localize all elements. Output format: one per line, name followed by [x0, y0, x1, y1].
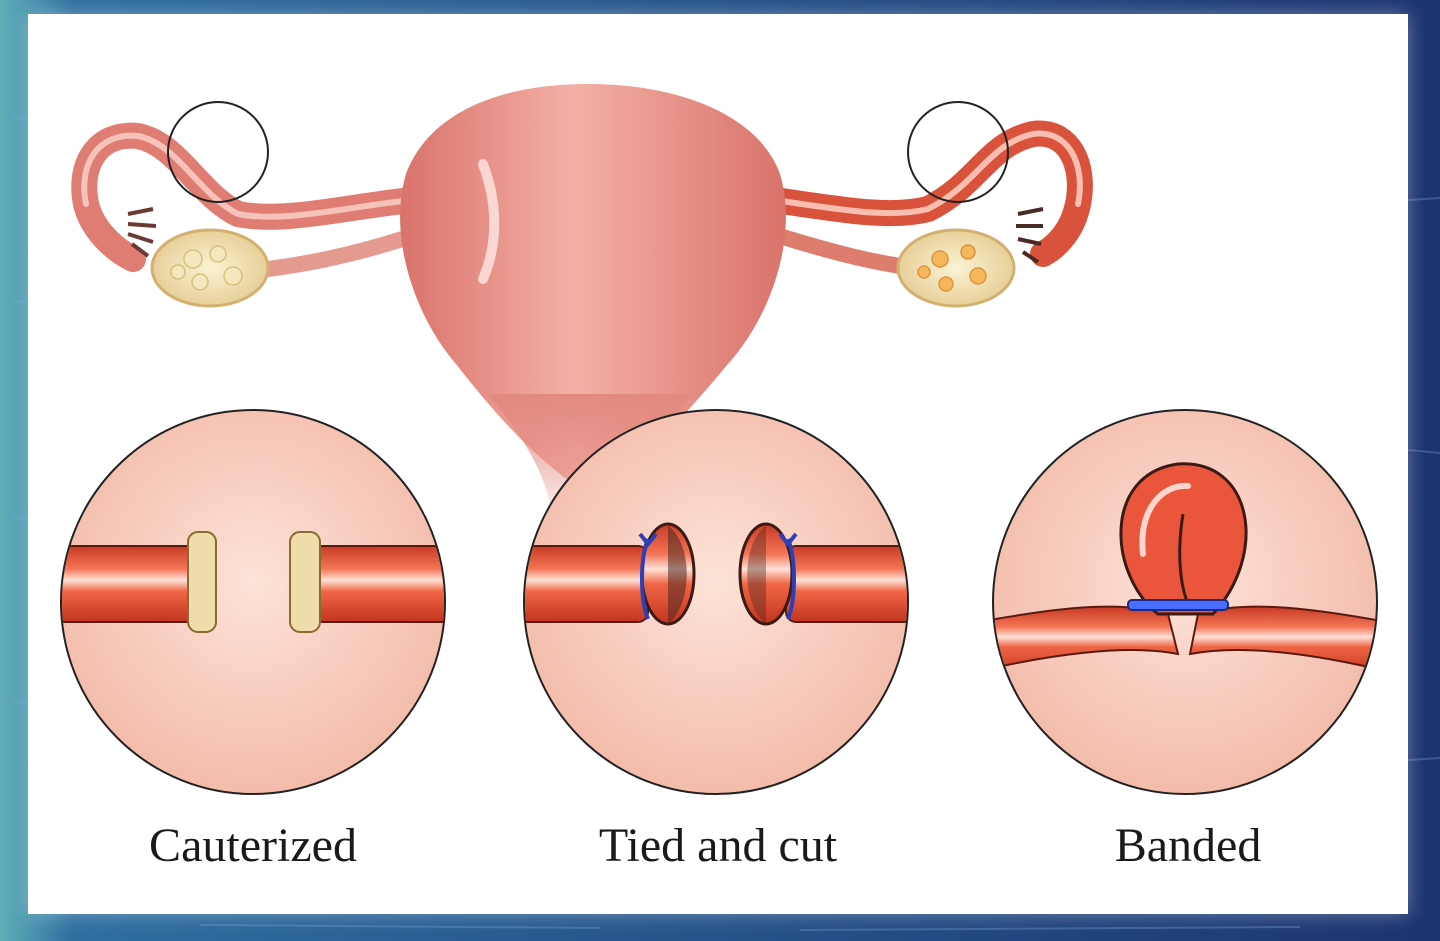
banded-tube-left: [994, 605, 1180, 676]
cauterized-tube-right: [312, 545, 444, 623]
right-marker-circle: [907, 101, 1009, 203]
caption-cauterized: Cauterized: [149, 819, 357, 872]
uterus-illustration: [71, 84, 1093, 534]
uterus-body: [400, 84, 786, 484]
inset-cauterized: [60, 409, 446, 795]
caption-tied-and-cut: Tied and cut: [598, 819, 838, 872]
inset-banded: [992, 409, 1378, 795]
left-marker-circle: [167, 101, 269, 203]
tied-tube-right: [785, 545, 907, 623]
right-ovary: [896, 228, 1016, 308]
band: [1127, 599, 1229, 611]
caption-banded: Banded: [1114, 819, 1262, 872]
sterilization-diagram: [60, 84, 1378, 795]
suture-ties: [638, 532, 798, 620]
left-ovary: [150, 228, 270, 308]
cauterized-tube-left: [62, 545, 201, 623]
banded-tube-right: [1188, 605, 1376, 676]
cauterized-end-left: [187, 531, 217, 633]
illustration-panel: Cauterized Tied and cut Banded: [28, 14, 1408, 914]
inset-tied-and-cut: [523, 409, 909, 795]
right-fimbriae: [1016, 207, 1044, 264]
left-fimbriae: [127, 207, 157, 258]
cauterized-end-right: [289, 531, 321, 633]
